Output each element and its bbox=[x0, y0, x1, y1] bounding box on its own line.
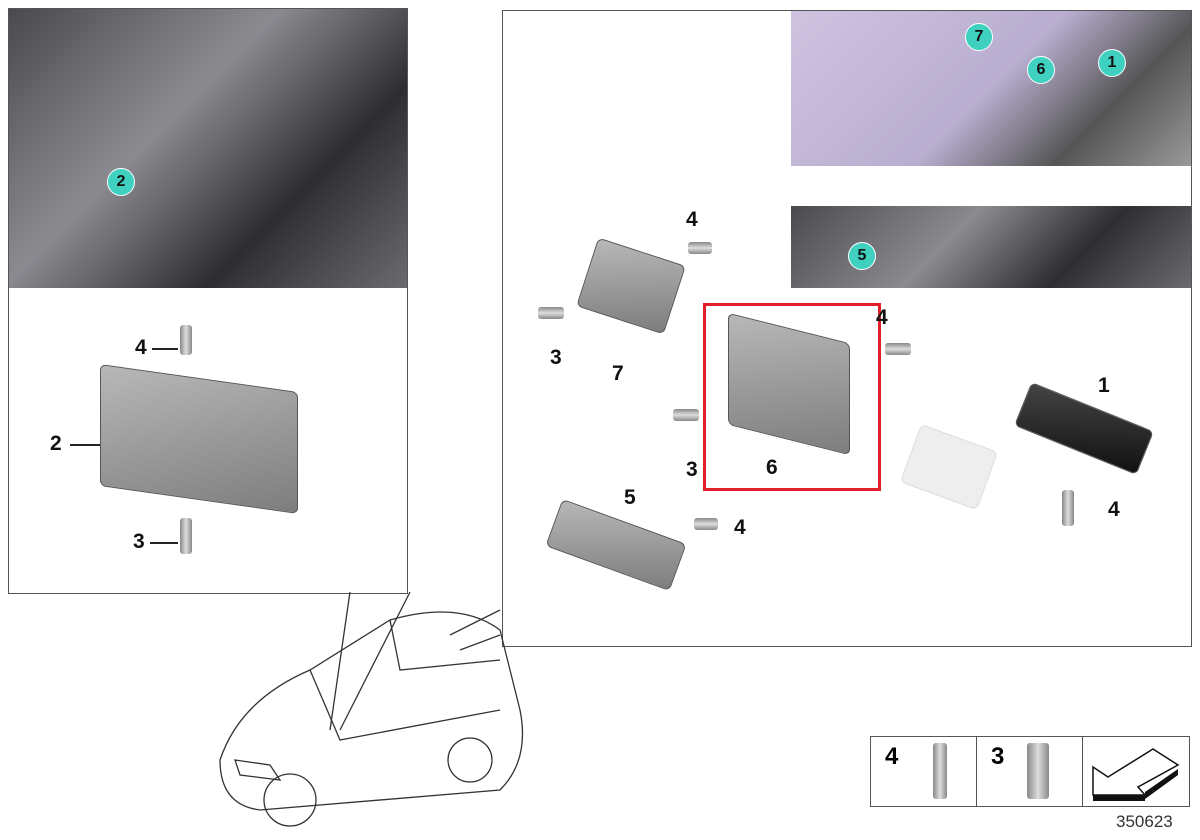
legend-cell-screw: 4 bbox=[871, 737, 977, 806]
label-5-screw: 4 bbox=[734, 516, 746, 539]
label-6-screw: 4 bbox=[876, 306, 888, 329]
car-outline-drawing bbox=[219, 591, 524, 827]
leader-line bbox=[150, 542, 178, 544]
label-part-2: 2 bbox=[50, 432, 62, 455]
leader-line bbox=[152, 348, 178, 350]
label-nut-3: 3 bbox=[133, 530, 145, 553]
legend-label-3: 3 bbox=[991, 743, 1005, 770]
nut-part bbox=[673, 409, 699, 421]
label-7: 7 bbox=[612, 362, 624, 385]
rivet-nut-icon bbox=[1027, 743, 1049, 799]
label-screw-4: 4 bbox=[135, 336, 147, 359]
photo-callout-5: 5 bbox=[848, 242, 876, 270]
photo-callout-2: 2 bbox=[107, 168, 135, 196]
screw-icon bbox=[933, 743, 947, 799]
label-1: 1 bbox=[1098, 374, 1110, 397]
screw-part bbox=[694, 518, 718, 530]
direction-arrow-icon bbox=[1092, 748, 1180, 801]
nut-part bbox=[180, 518, 192, 554]
screw-part bbox=[688, 242, 712, 254]
label-7-screw: 4 bbox=[686, 208, 698, 231]
fastener-legend: 4 3 bbox=[870, 736, 1190, 807]
leader-line bbox=[70, 444, 100, 446]
diagram-number: 350623 bbox=[1116, 812, 1173, 831]
label-5: 5 bbox=[624, 486, 636, 509]
label-1-screw: 4 bbox=[1108, 498, 1120, 521]
left-detail-panel bbox=[8, 8, 408, 594]
legend-cell-nut: 3 bbox=[977, 737, 1083, 806]
label-6-nut: 3 bbox=[686, 458, 698, 481]
legend-label-4: 4 bbox=[885, 743, 899, 770]
label-7-nut: 3 bbox=[550, 346, 562, 369]
nut-part bbox=[538, 307, 564, 319]
legend-cell-arrow bbox=[1083, 737, 1189, 806]
engine-bay-photo bbox=[9, 9, 407, 288]
label-6: 6 bbox=[766, 456, 778, 479]
screw-part bbox=[885, 343, 911, 355]
photo-callout-6: 6 bbox=[1027, 56, 1055, 84]
photo-callout-1: 1 bbox=[1098, 49, 1126, 77]
screw-part bbox=[180, 325, 192, 355]
photo-callout-7: 7 bbox=[965, 23, 993, 51]
screw-part bbox=[1062, 490, 1074, 526]
highlight-box bbox=[703, 303, 881, 491]
